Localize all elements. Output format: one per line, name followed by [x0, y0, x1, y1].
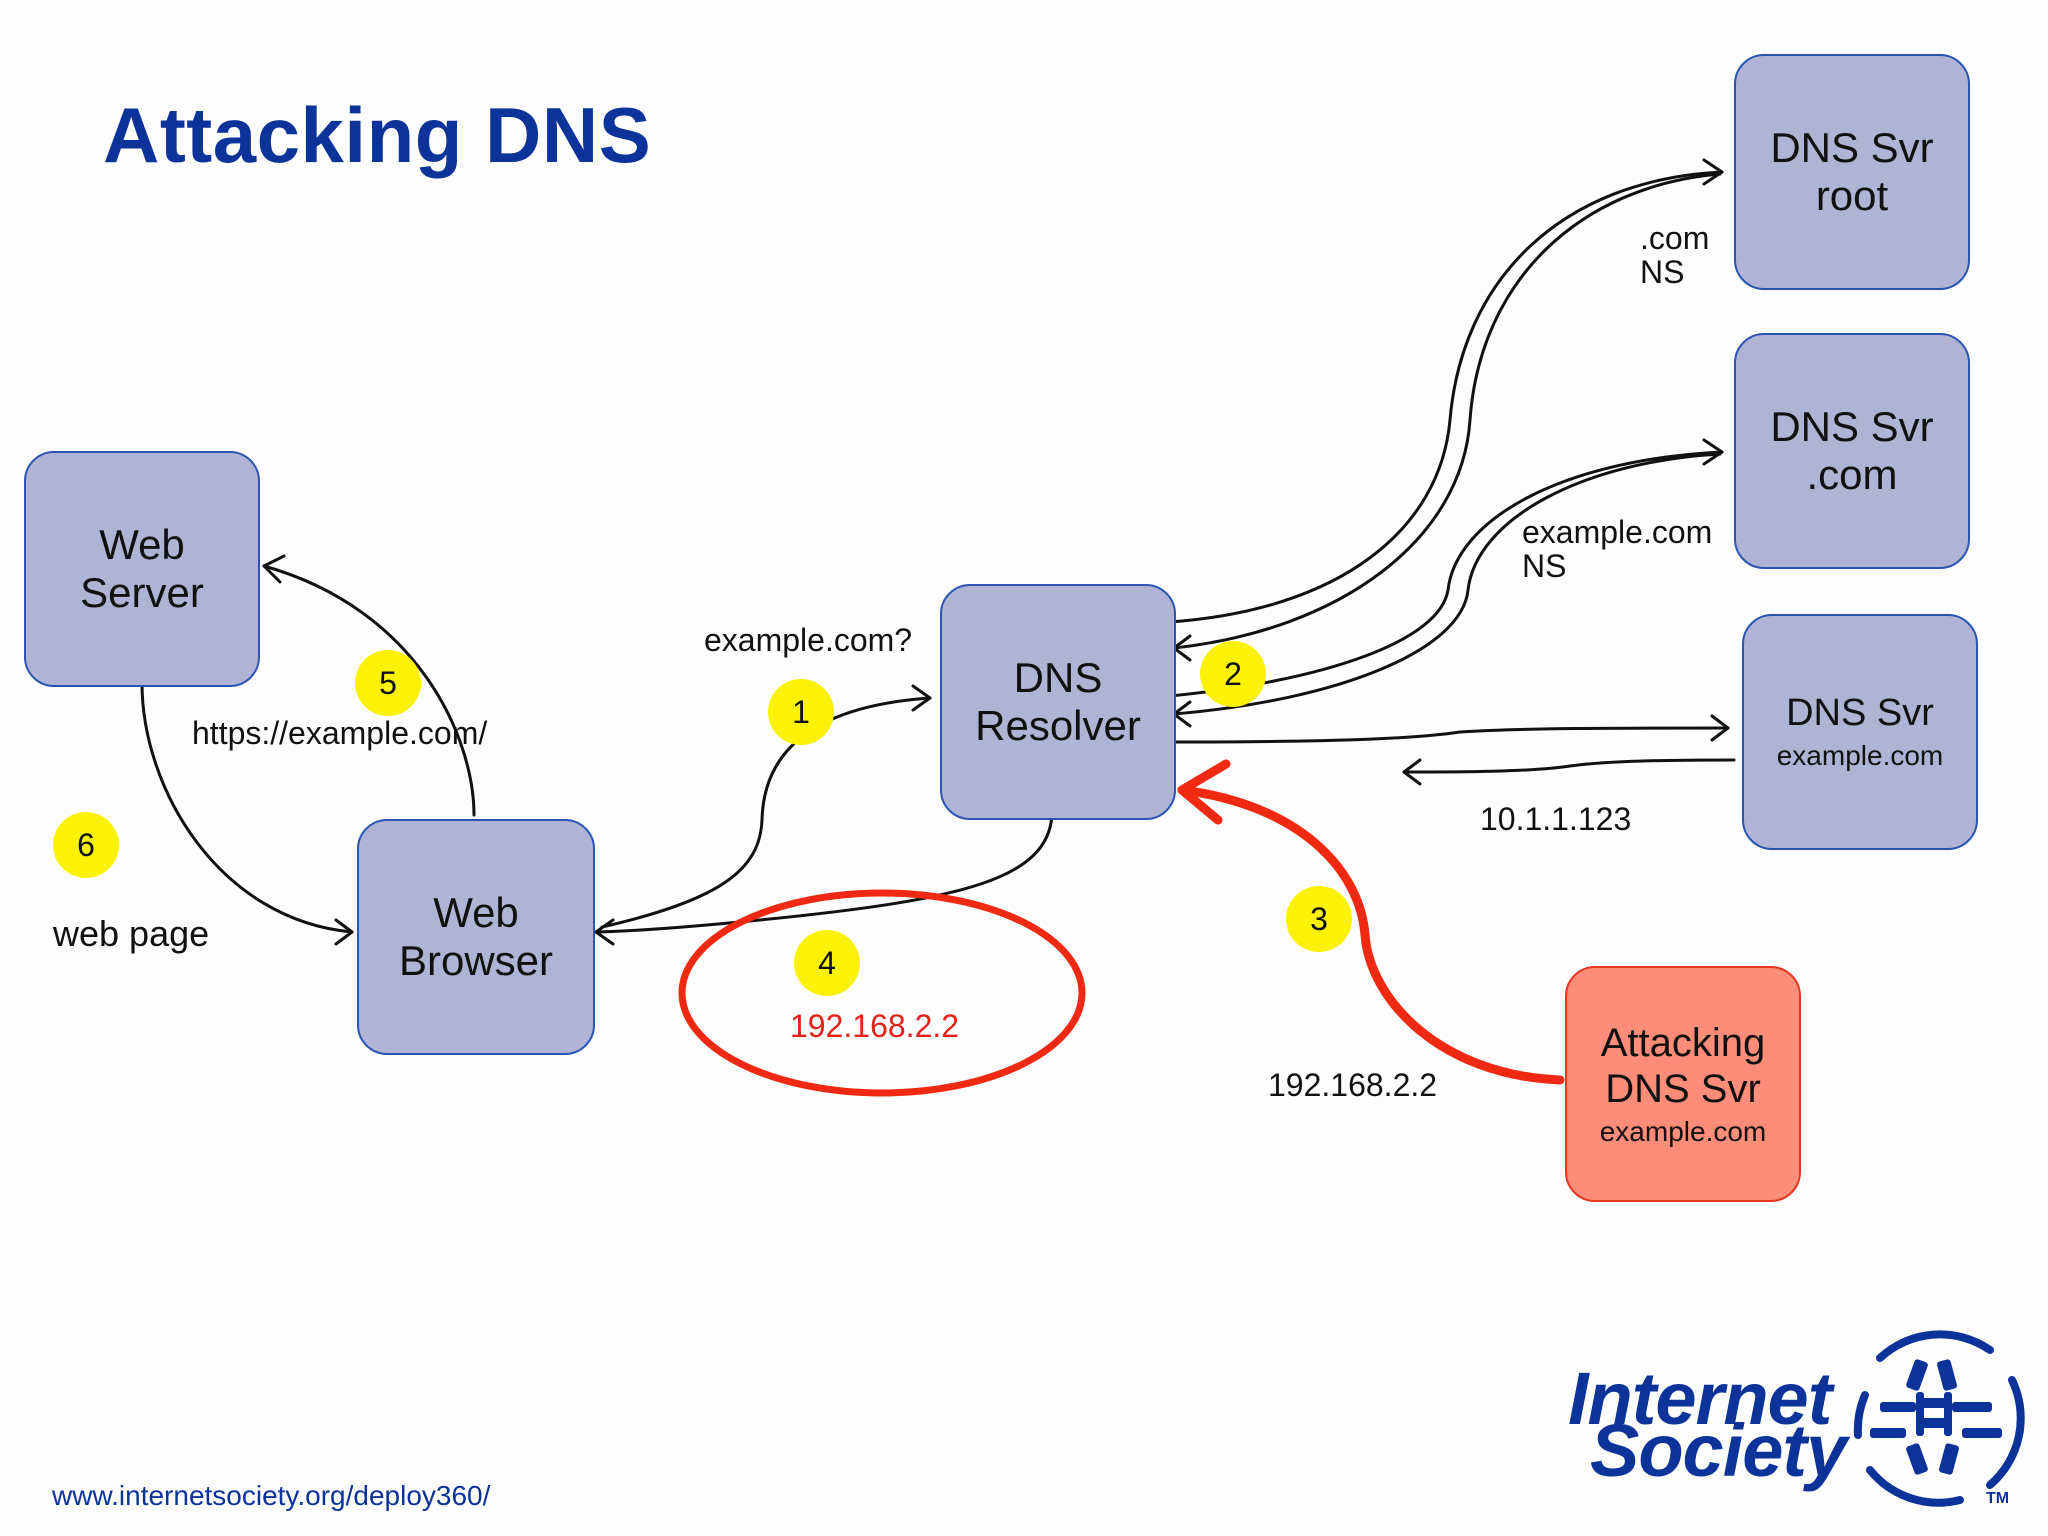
web-server-line2: Server — [80, 569, 204, 616]
footer-url: www.internetsociety.org/deploy360/ — [52, 1480, 491, 1511]
logo-internet: Internet — [1568, 1357, 1832, 1440]
dns-root-line2: root — [1815, 172, 1889, 219]
arrowhead-to-example — [1710, 714, 1730, 742]
attacker-sub: example.com — [1599, 1115, 1767, 1147]
dns-resolver-line1: DNS — [1013, 653, 1103, 701]
arrowhead-spoofed — [1177, 759, 1231, 825]
step-badge-5: 5 — [355, 650, 421, 716]
step-badge-3: 3 — [1286, 886, 1352, 952]
label-web-page: web page — [53, 913, 210, 954]
dns-example-node: DNS Svr example.com — [1742, 614, 1978, 850]
label-spoofed-ip: 192.168.2.2 — [1268, 1067, 1438, 1103]
label-com-ns-2: NS — [1640, 254, 1685, 290]
attacking-dns-node: Attacking DNS Svr example.com — [1565, 966, 1801, 1202]
dns-root-line1: DNS Svr — [1770, 123, 1934, 171]
arrow-web-page — [140, 681, 354, 934]
step-badge-1: 1 — [768, 679, 834, 745]
arrow-com-to-resolver — [1172, 452, 1722, 716]
label-com-ns-1: .com — [1640, 220, 1710, 256]
label-example-ns-1: example.com — [1522, 514, 1713, 550]
arrowhead-to-com — [1702, 438, 1724, 466]
dns-root-node: DNS Svr root — [1734, 54, 1970, 290]
dns-com-node: DNS Svr .com — [1734, 333, 1970, 569]
dns-resolver-node: DNS Resolver — [940, 584, 1176, 820]
label-answer-ip: 192.168.2.2 — [790, 1008, 960, 1044]
dns-example-line1: DNS Svr — [1786, 692, 1934, 735]
logo-society: Society — [1590, 1409, 1847, 1492]
dns-com-line2: .com — [1806, 451, 1898, 498]
label-query: example.com? — [704, 622, 913, 658]
arrow-https-request — [262, 564, 476, 817]
arrow-spoofed-response — [1177, 785, 1565, 1085]
arrow-answer-to-browser — [594, 813, 1054, 934]
highlight-ellipse — [678, 889, 1086, 1097]
web-browser-line2: Browser — [398, 937, 554, 984]
label-https: https://example.com/ — [192, 715, 488, 751]
arrowhead-answer — [594, 918, 615, 946]
dns-resolver-line2: Resolver — [975, 702, 1141, 749]
arrowhead-query — [911, 684, 932, 712]
web-browser-node: Web Browser — [357, 819, 595, 1055]
attacker-line2: DNS Svr — [1605, 1066, 1761, 1111]
web-server-node: Web Server — [24, 451, 260, 687]
arrow-real-answer — [1402, 758, 1736, 774]
web-browser-line1: Web — [433, 888, 519, 936]
label-example-ns-2: NS — [1522, 548, 1567, 584]
internet-society-emblem-icon — [1853, 1330, 2025, 1507]
step-badge-6: 6 — [53, 812, 119, 878]
arrowhead-to-root — [1702, 158, 1724, 186]
arrow-resolver-to-root — [1168, 170, 1724, 624]
dns-com-line1: DNS Svr — [1770, 402, 1934, 450]
step-badge-4: 4 — [794, 930, 860, 996]
arrowhead-real-answer — [1402, 758, 1422, 786]
label-real-ip: 10.1.1.123 — [1480, 801, 1632, 837]
page-title: Attacking DNS — [103, 91, 652, 179]
arrowhead-web-page — [334, 918, 354, 946]
attacker-line1: Attacking — [1600, 1020, 1766, 1065]
logo-trademark: TM — [1986, 1490, 2010, 1507]
arrow-resolver-to-example — [1170, 726, 1730, 744]
step-badge-2: 2 — [1200, 641, 1266, 707]
arrowhead-https — [262, 554, 286, 584]
arrow-resolver-to-com — [1168, 450, 1724, 698]
dns-example-sub: example.com — [1776, 739, 1944, 771]
web-server-line1: Web — [99, 520, 185, 568]
arrow-root-to-resolver — [1172, 172, 1722, 650]
arrow-query-to-resolver — [600, 696, 932, 929]
